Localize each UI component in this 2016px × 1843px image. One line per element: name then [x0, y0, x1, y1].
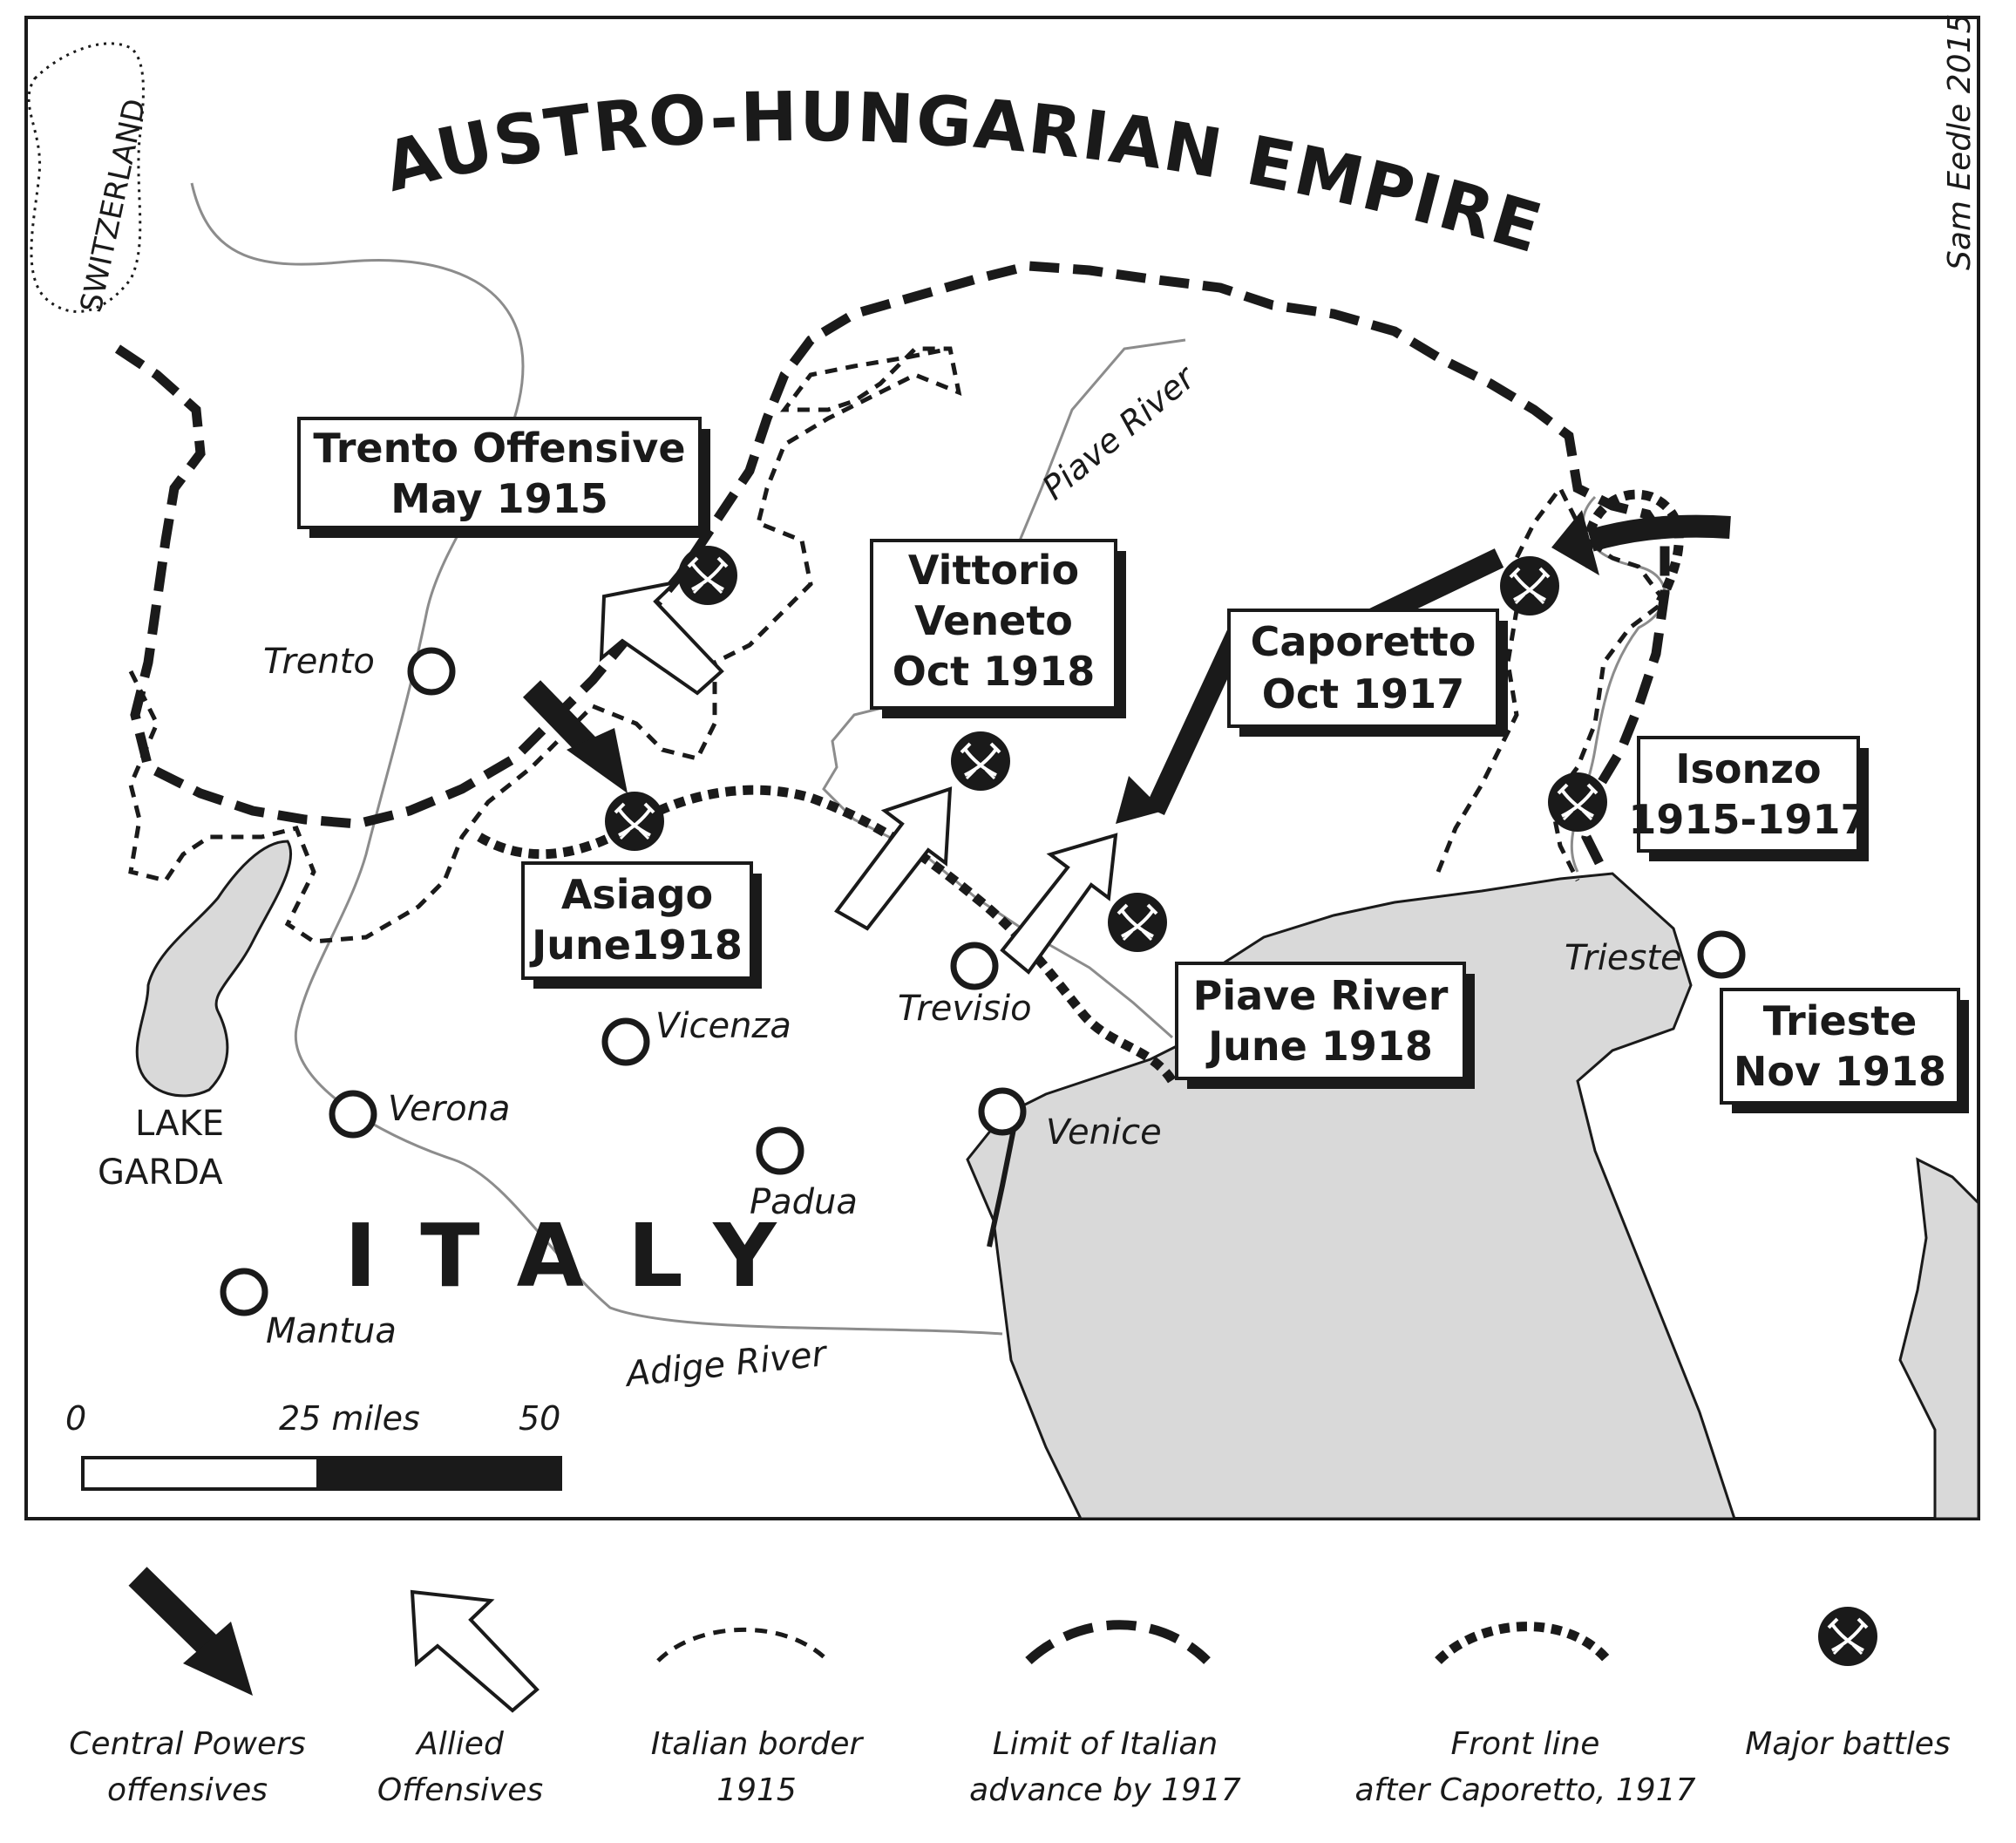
svg-text:Vittorio: Vittorio [908, 547, 1079, 594]
svg-text:Piave River: Piave River [1193, 972, 1449, 1019]
central-powers-arrow-caporetto-long [1116, 627, 1247, 824]
svg-text:0: 0 [65, 1399, 86, 1438]
svg-text:Allied: Allied [415, 1726, 505, 1762]
city-label-trento: Trento [263, 642, 375, 682]
legend-central-powers-label: Central Powers offensives [69, 1726, 305, 1808]
city-label-venice: Venice [1046, 1112, 1162, 1153]
region-label-italy: ITALY [344, 1205, 820, 1307]
battle-icon-isonzo [1546, 771, 1609, 833]
city-label-mantua: Mantua [266, 1311, 397, 1351]
city-label-trevisio: Trevisio [898, 989, 1032, 1029]
city-marker-padua [756, 1126, 804, 1175]
battle-box-piave-river: Piave River June 1918 [1175, 962, 1475, 1089]
legend-central-powers-symbol [128, 1567, 253, 1696]
svg-text:Offensives: Offensives [377, 1772, 543, 1808]
svg-text:advance by 1917: advance by 1917 [969, 1772, 1241, 1808]
allied-arrow-vittorio [834, 786, 953, 931]
legend-limit-symbol [1025, 1620, 1211, 1665]
battle-box-trieste: Trieste Nov 1918 [1720, 988, 1969, 1113]
svg-text:25 miles: 25 miles [279, 1399, 420, 1438]
allied-arrow-trento [599, 579, 724, 696]
svg-text:Veneto: Veneto [914, 597, 1073, 644]
svg-text:1915-1917: 1915-1917 [1628, 796, 1868, 843]
battle-icon-trento [676, 544, 739, 607]
svg-text:Nov 1918: Nov 1918 [1734, 1048, 1946, 1095]
svg-text:50: 50 [519, 1399, 560, 1438]
svg-text:Limit of Italian: Limit of Italian [993, 1726, 1218, 1762]
city-marker-mantua [220, 1268, 268, 1316]
svg-text:June1918: June1918 [529, 922, 743, 969]
svg-text:Central Powers: Central Powers [69, 1726, 305, 1762]
allied-arrow-piave [1000, 833, 1118, 975]
svg-text:Front line: Front line [1451, 1726, 1600, 1762]
limit-of-advance-1917 [114, 261, 1670, 874]
battle-box-caporetto: Caporetto Oct 1917 [1227, 609, 1508, 737]
credit-text: Sam Eedle 2015 [1942, 14, 1978, 270]
svg-text:Trento Offensive: Trento Offensive [313, 425, 685, 472]
legend-front-label: Front line after Caporetto, 1917 [1354, 1726, 1695, 1808]
svg-text:offensives: offensives [107, 1772, 268, 1808]
svg-text:May 1915: May 1915 [390, 475, 608, 522]
svg-text:Isonzo: Isonzo [1675, 745, 1821, 792]
battle-box-isonzo: Isonzo 1915-1917 [1628, 736, 1869, 861]
city-marker-trevisio [950, 942, 999, 990]
svg-text:June 1918: June 1918 [1205, 1023, 1433, 1070]
battle-box-vittorio-veneto: Vittorio Veneto Oct 1918 [870, 539, 1126, 718]
scale-bar: 0 25 miles 50 [65, 1399, 562, 1491]
central-powers-arrow-isonzo [1551, 510, 1731, 575]
battle-icon-piave [1106, 891, 1169, 954]
svg-text:Asiago: Asiago [561, 871, 713, 918]
city-marker-trieste [1697, 930, 1746, 979]
svg-text:1915: 1915 [716, 1772, 797, 1808]
central-powers-arrow-trento [522, 680, 628, 793]
svg-text:Major battles: Major battles [1745, 1726, 1950, 1762]
legend-allied-symbol [410, 1589, 540, 1713]
legend-limit-label: Limit of Italian advance by 1917 [969, 1726, 1241, 1808]
city-marker-venice [978, 1087, 1027, 1136]
legend-allied-label: Allied Offensives [377, 1726, 543, 1808]
city-marker-verona [329, 1090, 377, 1139]
city-marker-vicenza [601, 1017, 650, 1066]
svg-text:Oct 1918: Oct 1918 [893, 648, 1095, 695]
legend-border-symbol [656, 1627, 830, 1663]
east-coast-sea [1898, 1157, 1980, 1520]
svg-text:Trieste: Trieste [1763, 997, 1918, 1044]
city-label-vicenza: Vicenza [655, 1006, 791, 1046]
city-marker-trento [407, 647, 456, 696]
legend-battles-label: Major battles [1745, 1726, 1950, 1762]
battle-box-asiago: Asiago June1918 [521, 861, 762, 989]
front-line-after-caporetto [477, 785, 1177, 1085]
city-label-trieste: Trieste [1565, 938, 1682, 978]
svg-text:Oct 1917: Oct 1917 [1262, 670, 1464, 717]
svg-text:after Caporetto, 1917: after Caporetto, 1917 [1354, 1772, 1695, 1808]
svg-text:Caporetto: Caporetto [1251, 618, 1476, 665]
battle-icon-asiago [603, 790, 666, 853]
lake-label-line1: LAKE [135, 1104, 224, 1144]
adriatic-sea [966, 872, 1737, 1520]
svg-text:Italian border: Italian border [651, 1726, 865, 1762]
legend-border-label: Italian border 1915 [651, 1726, 865, 1808]
battle-icon-vittorio [949, 730, 1012, 792]
legend-front-symbol [1435, 1622, 1612, 1664]
battle-icon-caporetto [1498, 554, 1561, 617]
adige-river-line [190, 182, 1003, 1336]
lake-label-line2: GARDA [98, 1153, 223, 1193]
city-label-padua: Padua [750, 1182, 858, 1222]
venice-spit [987, 1119, 1018, 1248]
city-label-verona: Verona [388, 1089, 510, 1129]
lake-garda [135, 840, 293, 1098]
battle-box-trento-offensive: Trento Offensive May 1915 [297, 417, 710, 538]
legend-battle-symbol [1816, 1605, 1879, 1668]
